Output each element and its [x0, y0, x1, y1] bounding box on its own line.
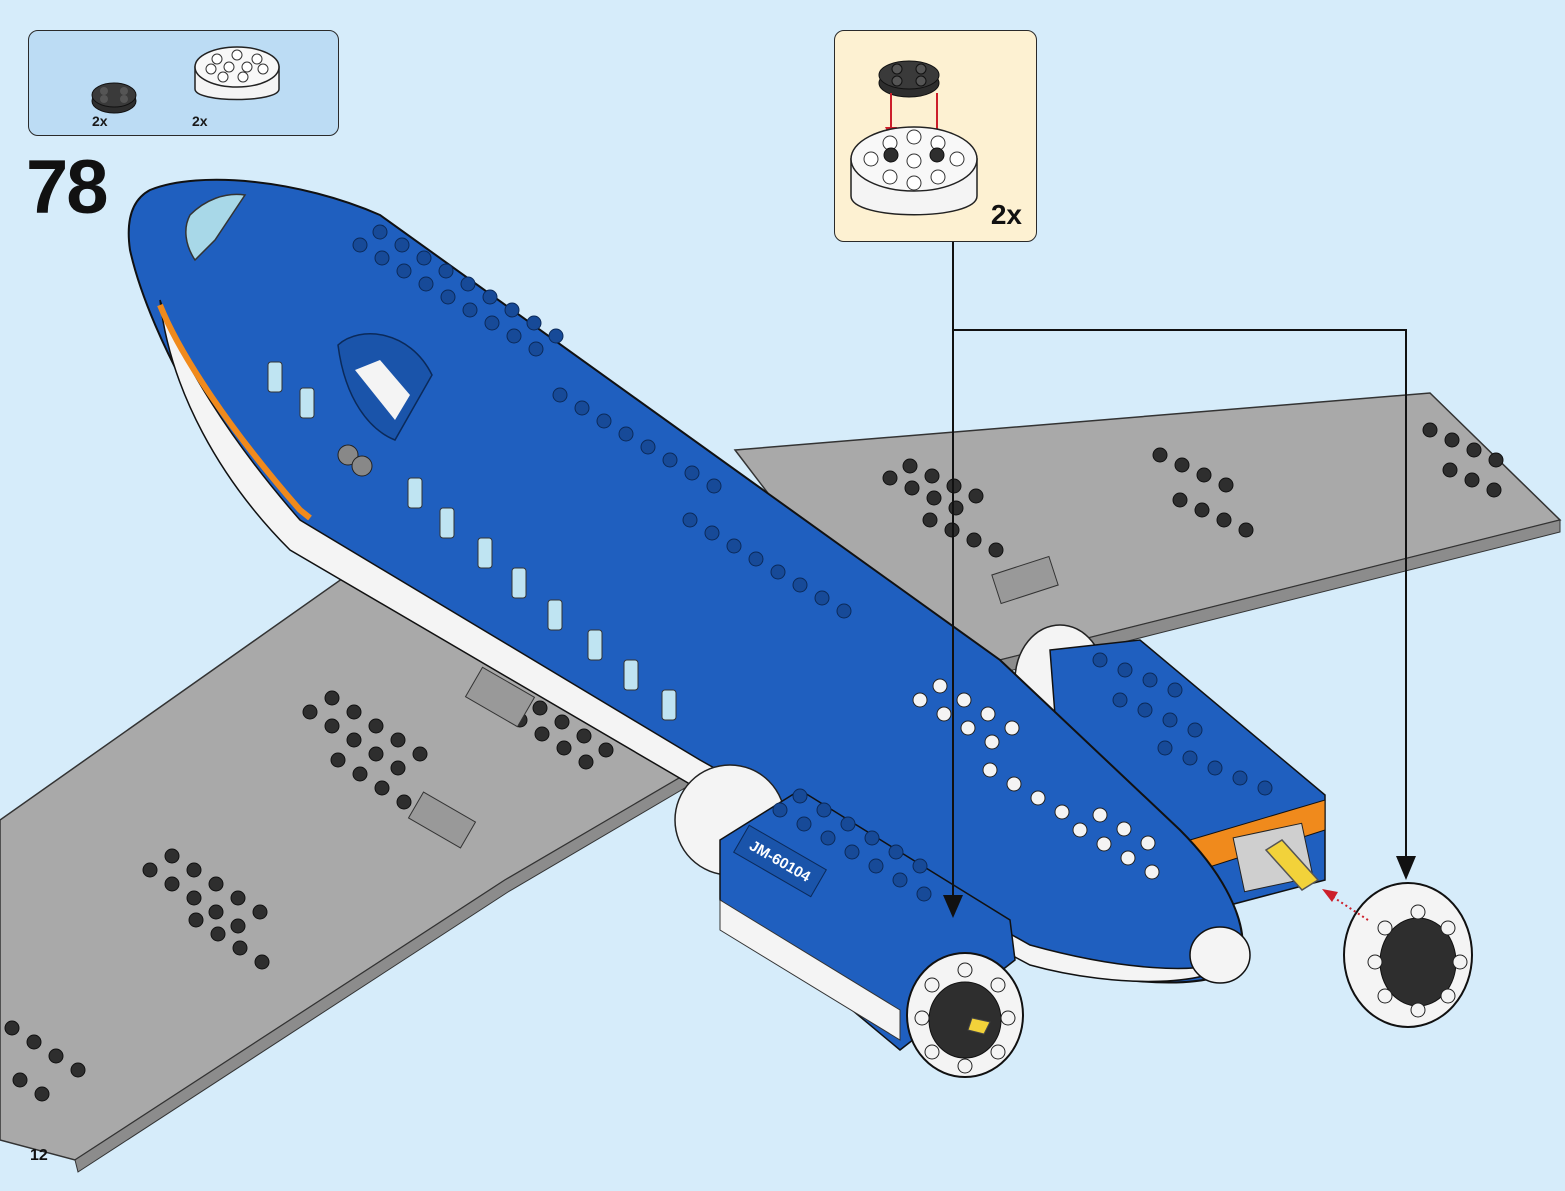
subassembly-illustration	[850, 60, 978, 216]
callout-leader-lines	[952, 242, 1407, 905]
assembly-arrow-red	[1322, 889, 1369, 921]
white-round-brick-icon	[194, 46, 280, 101]
parts-list-box: 2x 2x	[28, 30, 339, 136]
page-number: 12	[30, 1147, 48, 1164]
part-quantity: 2x	[92, 113, 108, 129]
part-quantity: 2x	[192, 113, 208, 129]
right-wing	[733, 392, 1562, 673]
dark-round-plate-icon	[91, 82, 137, 114]
left-engine-cap	[906, 952, 1024, 1078]
right-engine-cap	[1343, 882, 1473, 1028]
step-number: 78	[26, 145, 109, 230]
leader-arrowhead-right	[1396, 856, 1416, 880]
left-wing	[0, 544, 713, 1173]
subassembly-callout: 2x	[834, 30, 1037, 242]
fuselage	[127, 178, 1251, 984]
leader-arrowhead-left	[943, 895, 963, 918]
callout-quantity: 2x	[990, 199, 1022, 230]
axle-pin	[1264, 839, 1320, 891]
